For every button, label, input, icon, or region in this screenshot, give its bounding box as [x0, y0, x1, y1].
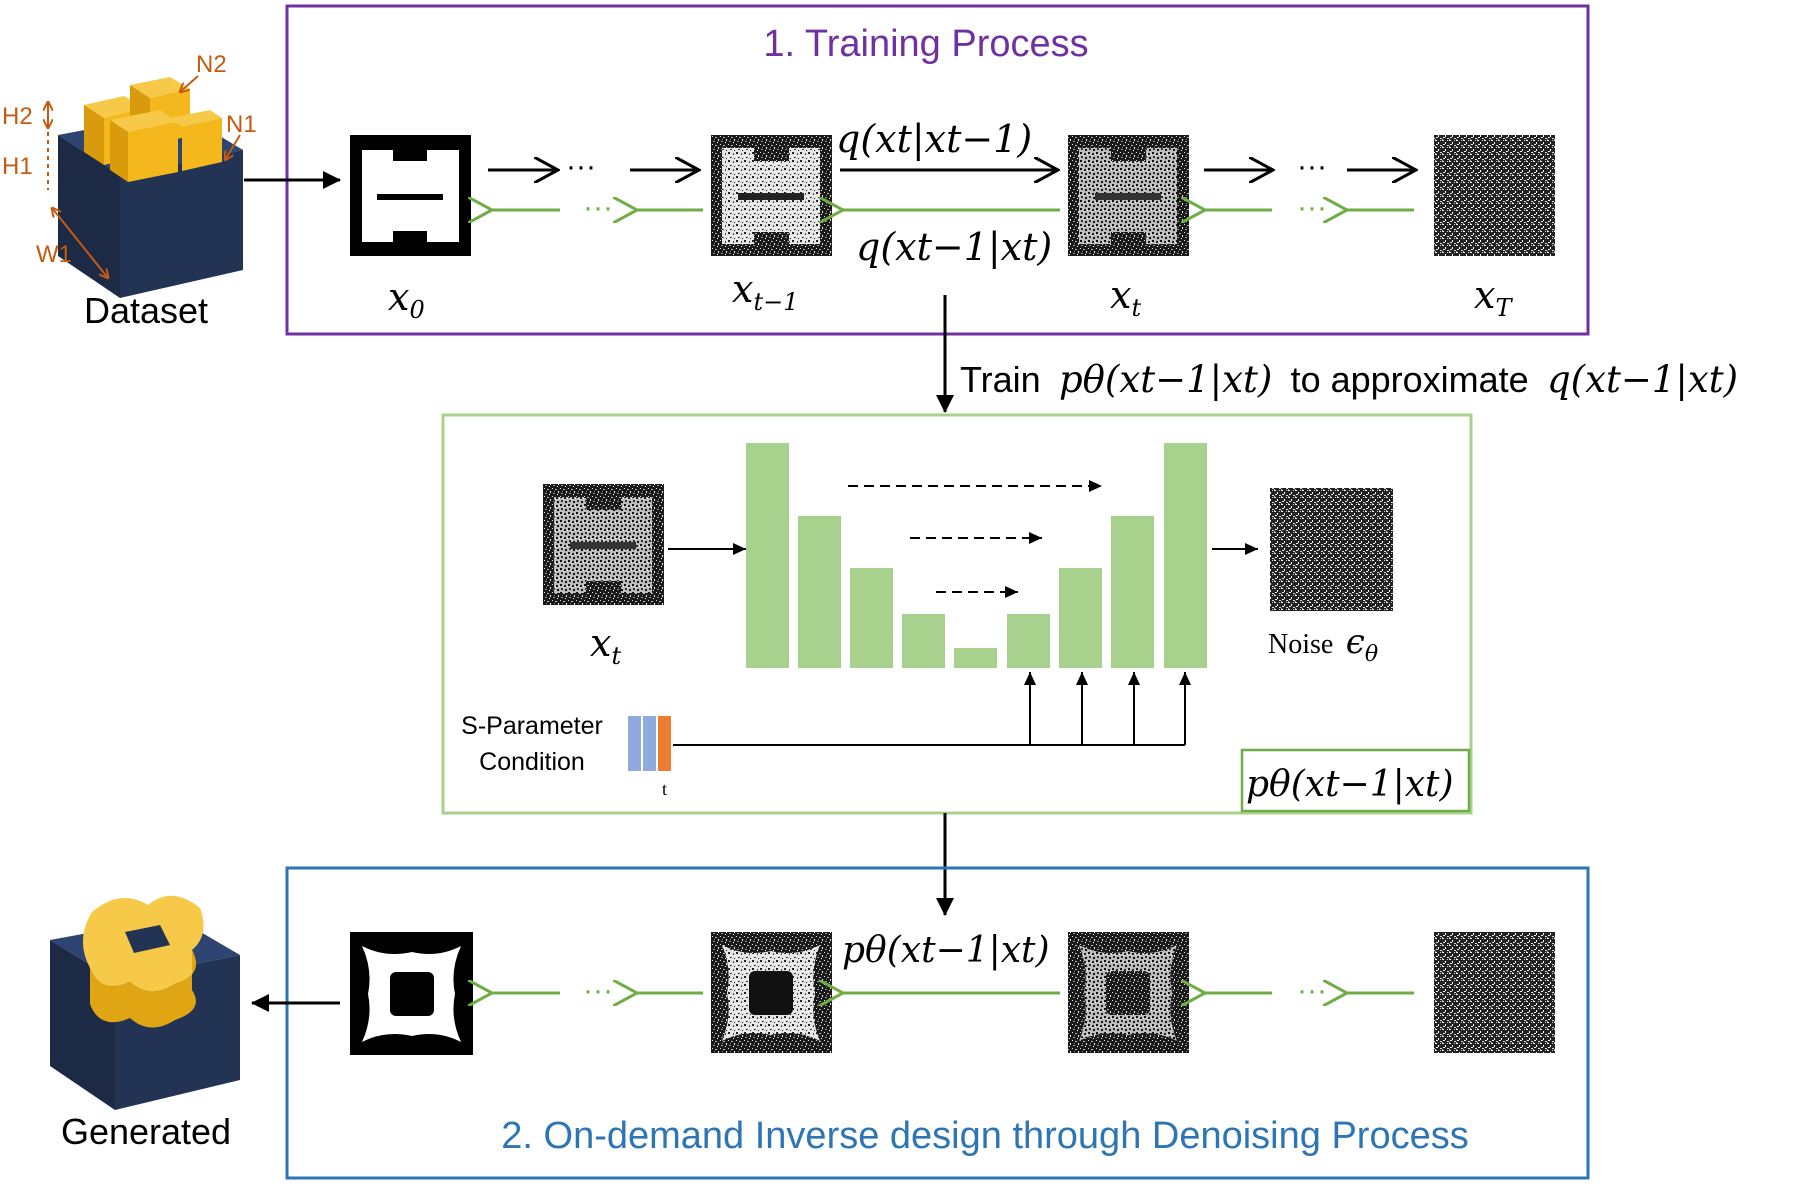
model-label-box	[1240, 748, 1471, 813]
unet-bar	[902, 614, 945, 668]
dim-n1: N1	[226, 111, 257, 138]
unet-bar	[1007, 614, 1050, 668]
fwd-ellipsis-1: ···	[566, 150, 596, 183]
dataset-label: Dataset	[84, 290, 208, 331]
unet-bars	[746, 443, 1207, 668]
dim-h1: H1	[2, 153, 33, 180]
xt-minus-1-image	[711, 135, 832, 256]
den-ellipsis-1: ···	[583, 974, 613, 1007]
condition-vector-icon	[628, 716, 671, 771]
denoise-step-label: pθ(xt−1|xt)	[842, 930, 1050, 971]
label-x0: x0	[388, 275, 425, 324]
rev-ellipsis-2: ···	[1297, 191, 1327, 224]
dimension-annotations: H2 H1 N2 N1 W1	[2, 51, 257, 278]
den-ellipsis-2: ···	[1297, 974, 1327, 1007]
reverse-q-label: q(xt−1|xt)	[856, 225, 1052, 269]
denoise-noise-image	[1434, 932, 1555, 1053]
training-title: 1. Training Process	[763, 23, 1088, 65]
generated-cube-icon	[50, 895, 240, 1110]
dim-h2: H2	[2, 103, 33, 130]
unet-bar	[954, 648, 997, 668]
unet-input-image	[543, 484, 664, 605]
unet-bar	[746, 443, 789, 668]
label-xt: xt	[1110, 273, 1141, 322]
unet-panel	[441, 413, 1473, 815]
dataset-cube-icon	[58, 77, 243, 298]
unet-output-noise-image	[1270, 488, 1393, 611]
denoise-step-image-2	[1068, 932, 1189, 1053]
denoising-panel	[285, 866, 1590, 1180]
t-label: t	[662, 779, 667, 799]
label-xt-1: xt−1	[732, 267, 798, 316]
train-caption: Train pθ(xt−1|xt) to approximate q(xt−1|…	[960, 358, 1738, 401]
dim-n2: N2	[196, 51, 227, 78]
denoise-step-image-1	[711, 932, 832, 1053]
training-panel	[285, 4, 1590, 336]
condition-label-1: S-Parameter	[461, 712, 603, 740]
unet-input-label: xt	[590, 621, 621, 670]
unet-bar	[1059, 568, 1102, 668]
xT-image	[1434, 135, 1555, 256]
x0-image	[350, 135, 471, 256]
label-xT: xT	[1474, 273, 1513, 322]
unet-bar	[798, 516, 841, 668]
generated-label: Generated	[61, 1111, 231, 1152]
unet-bar	[850, 568, 893, 668]
xt-image	[1068, 135, 1189, 256]
condition-label-2: Condition	[479, 748, 585, 776]
model-label: pθ(xt−1|xt)	[1246, 764, 1454, 805]
rev-ellipsis-1: ···	[583, 191, 613, 224]
denoising-title: 2. On-demand Inverse design through Deno…	[501, 1115, 1468, 1157]
forward-q-label: q(xt|xt−1)	[836, 117, 1032, 161]
denoise-clean-image	[350, 932, 473, 1055]
fwd-ellipsis-2: ···	[1297, 150, 1327, 183]
unet-bar	[1111, 516, 1154, 668]
unet-bar	[1164, 443, 1207, 668]
dim-w1: W1	[36, 241, 72, 268]
unet-output-label: Noise ϵθ	[1268, 622, 1378, 667]
